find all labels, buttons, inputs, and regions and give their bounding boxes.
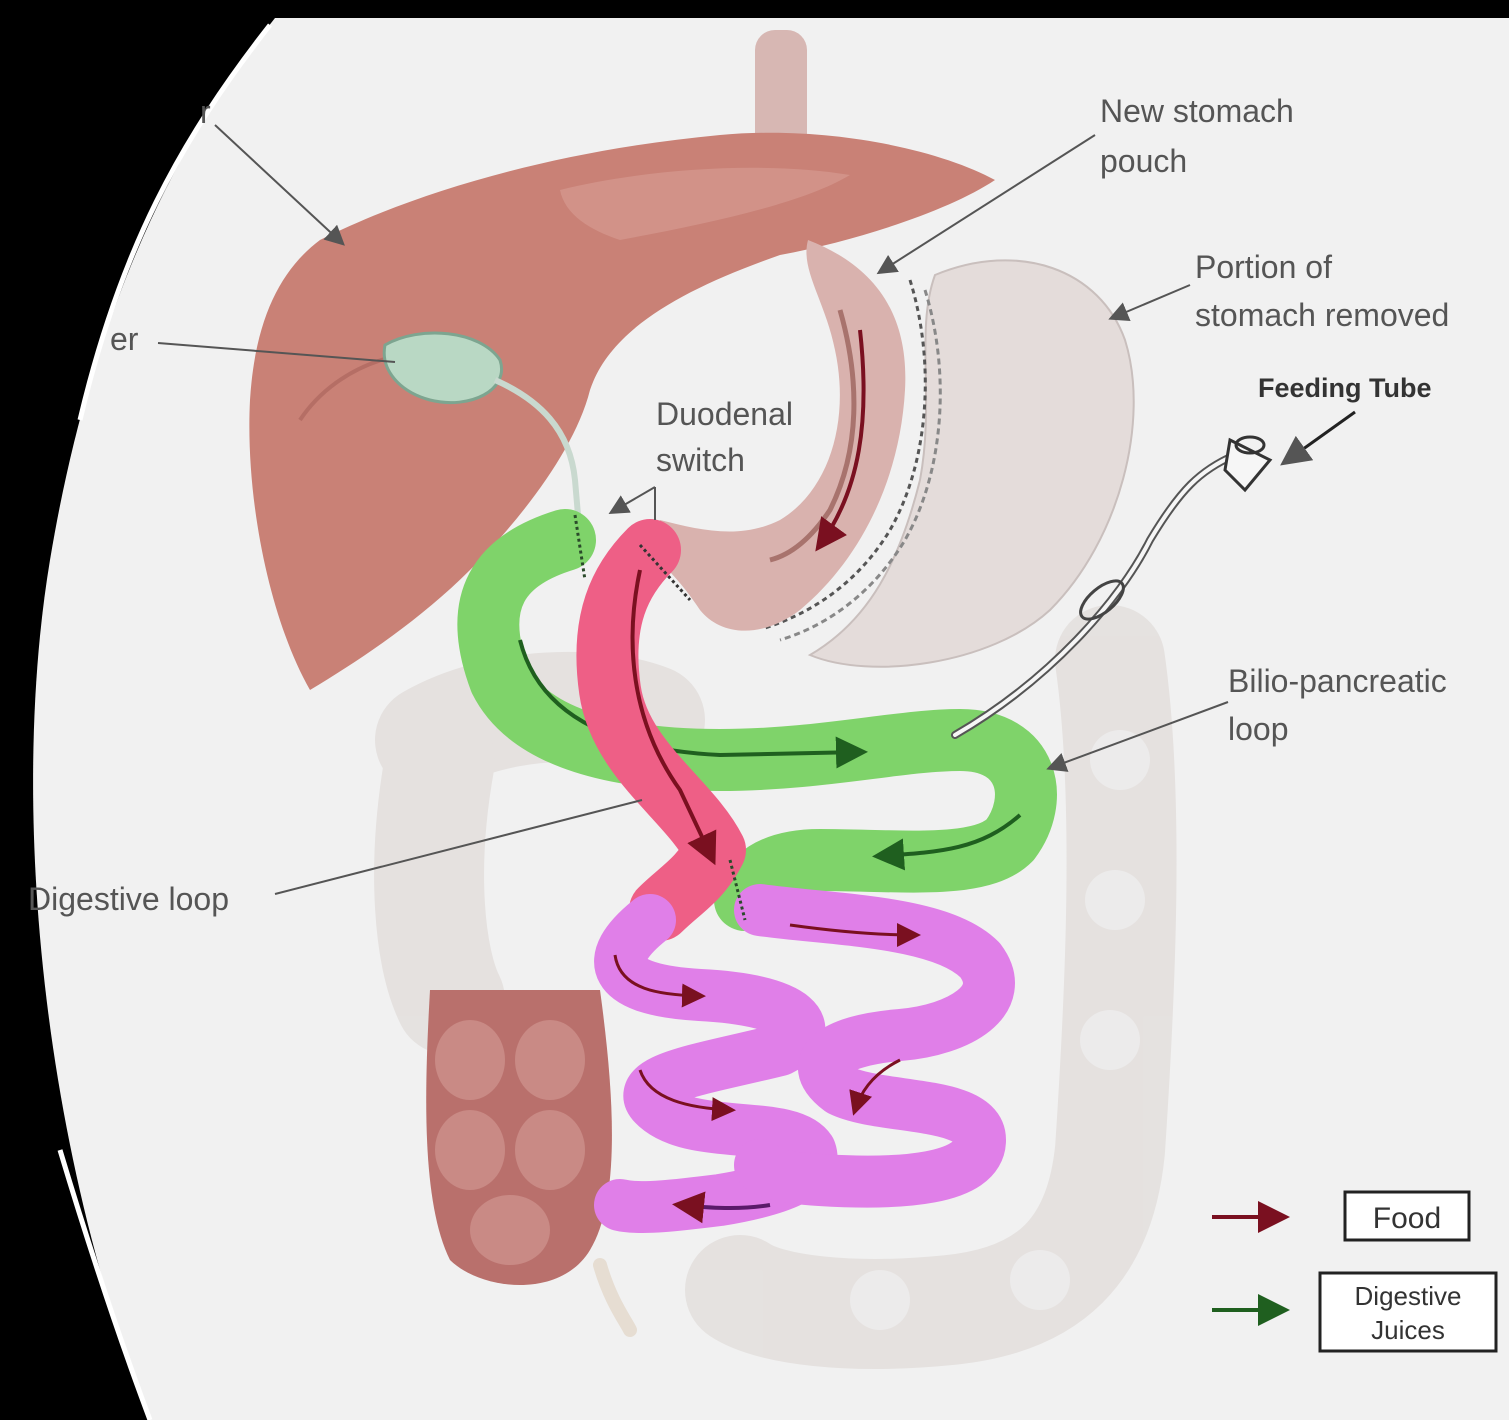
label-cut-left: er [110, 321, 139, 357]
label-digestive-loop: Digestive loop [28, 881, 229, 917]
label-cut-top-left: r [200, 94, 211, 130]
label-duodenal-2: switch [656, 442, 745, 478]
label-bilio-2: loop [1228, 711, 1289, 747]
label-bilio-1: Bilio-pancreatic [1228, 663, 1447, 699]
label-portion-removed-2: stomach removed [1195, 297, 1449, 333]
legend-food-label: Food [1373, 1202, 1441, 1235]
label-new-stomach-1: New stomach [1100, 93, 1294, 129]
label-duodenal-1: Duodenal [656, 396, 793, 432]
label-feeding-tube: Feeding Tube [1258, 373, 1432, 403]
label-portion-removed-1: Portion of [1195, 249, 1332, 285]
legend-juices-label-1: Digestive [1355, 1281, 1462, 1311]
legend-juices-label-2: Juices [1371, 1315, 1445, 1345]
label-new-stomach-2: pouch [1100, 143, 1187, 179]
